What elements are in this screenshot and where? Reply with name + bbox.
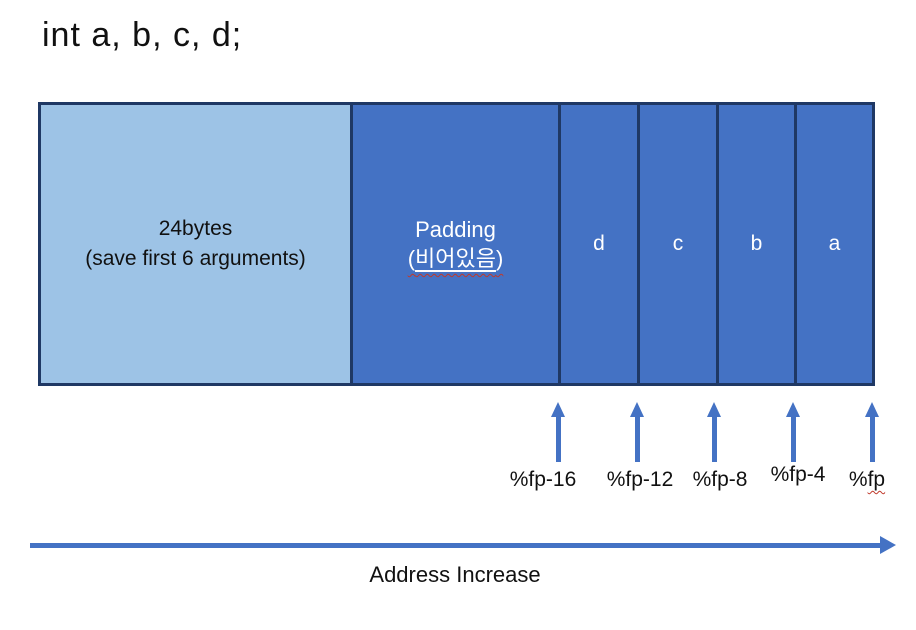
- arrow-head: [630, 402, 644, 417]
- saved-args-label: 24bytes (save first 6 arguments): [85, 214, 306, 274]
- pointer-label-fp-8: %fp-8: [692, 468, 748, 491]
- saved-args-line1: 24bytes: [158, 217, 233, 240]
- segment-var-c: c: [637, 105, 716, 383]
- pointer-label-fp-16: %fp-16: [509, 468, 577, 491]
- up-arrow-icon-fp4: [786, 402, 800, 462]
- arrow-stem: [711, 417, 717, 462]
- address-axis-label: Address Increase: [369, 562, 541, 587]
- arrow-head: [865, 402, 879, 417]
- segment-var-b: b: [716, 105, 794, 383]
- var-label-c: c: [672, 232, 684, 255]
- padding-line1: Padding: [415, 217, 496, 242]
- up-arrow-icon-fp12: [630, 402, 644, 462]
- segment-var-a: a: [794, 105, 872, 383]
- arrow-stem: [790, 417, 796, 462]
- saved-args-line2: (save first 6 arguments): [85, 247, 306, 270]
- var-label-d: d: [593, 232, 605, 255]
- arrow-head: [551, 402, 565, 417]
- arrow-head: [707, 402, 721, 417]
- arrow-stem: [869, 417, 875, 462]
- padding-korean-text: 비어있음: [415, 246, 496, 271]
- padding-label: Padding (비어있음): [408, 215, 504, 273]
- pointer-label-fp-12: %fp-12: [606, 468, 674, 491]
- var-label-a: a: [828, 232, 841, 255]
- up-arrow-icon-fp8: [707, 402, 721, 462]
- fp-text: fp: [867, 468, 886, 491]
- arrow-stem: [555, 417, 561, 462]
- fp-percent: %: [848, 468, 868, 491]
- arrow-stem: [634, 417, 640, 462]
- padding-close-paren: ): [495, 246, 504, 271]
- padding-open-paren: (: [407, 246, 416, 271]
- segment-padding: Padding (비어있음): [350, 105, 558, 383]
- var-label-b: b: [750, 232, 763, 255]
- page-title: int a, b, c, d;: [42, 16, 243, 54]
- memory-bar: 24bytes (save first 6 arguments) Padding…: [38, 102, 875, 386]
- pointer-label-fp: %fp: [849, 468, 885, 492]
- segment-var-d: d: [558, 105, 637, 383]
- segment-saved-args: 24bytes (save first 6 arguments): [41, 105, 350, 383]
- right-arrow-icon: [30, 543, 881, 548]
- right-arrow-head-icon: [880, 536, 896, 554]
- pointer-label-fp-4: %fp-4: [770, 463, 826, 486]
- up-arrow-icon-fp16: [551, 402, 565, 462]
- padding-line2: (비어있음): [408, 244, 504, 273]
- up-arrow-icon-fp: [865, 402, 879, 462]
- arrow-head: [786, 402, 800, 417]
